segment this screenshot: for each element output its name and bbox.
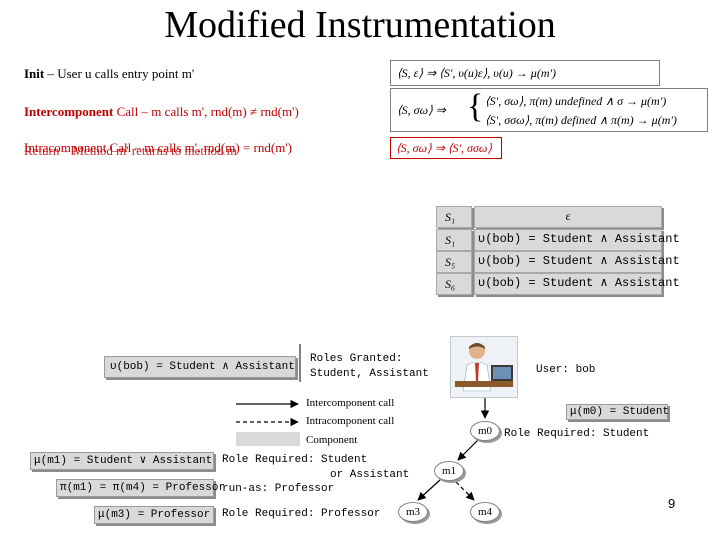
value-cell-3: υ(bob) = Student ∧ Assistant <box>474 251 680 273</box>
brace-glyph: { <box>467 88 484 125</box>
state-cell-3: S₅ <box>436 251 472 273</box>
intercomponent-formula: ⟨S, σω⟩ ⇒ { ⟨S', σω⟩, π(m) undefined ∧ σ… <box>390 88 708 132</box>
intercomponent-label-2: Call <box>113 104 139 119</box>
value-cell-4: υ(bob) = Student ∧ Assistant <box>474 273 680 295</box>
intercomponent-label: Intercomponent <box>24 104 114 119</box>
edge-m1-m4 <box>455 481 475 501</box>
value-cell-2: υ(bob) = Student ∧ Assistant <box>474 229 680 251</box>
m1-run-as: run-as: Professor <box>222 483 335 495</box>
m1-m4-runas-box: π(m1) = π(m4) = Professor <box>56 479 225 497</box>
node-m0: m0 <box>470 421 500 441</box>
node-m1: m1 <box>434 461 464 481</box>
legend-component: Component <box>306 434 358 446</box>
m1-permission-box: μ(m1) = Student ∨ Assistant <box>30 452 214 470</box>
user-person-icon <box>455 343 513 392</box>
value-cell-1: ε <box>474 206 662 228</box>
roles-granted-line-2: Student, Assistant <box>310 368 429 380</box>
init-formula: ⟨S, ε⟩ ⇒ ⟨S', υ(u)ε⟩, υ(u) → μ(m') <box>390 60 660 86</box>
node-m3: m3 <box>398 502 428 522</box>
user-credential-box: υ(bob) = Student ∧ Assistant <box>104 356 296 378</box>
intercomponent-text: – m calls m', rnd(m) ≠ rnd(m') <box>138 104 299 119</box>
state-cell-1: S₁ <box>436 206 472 228</box>
m3-permission-box: μ(m3) = Professor <box>94 506 214 524</box>
init-label: Init <box>24 66 45 81</box>
node-m4: m4 <box>470 502 500 522</box>
roles-granted-line-1: Roles Granted: <box>310 353 403 365</box>
return-formula: ⟨S, σω⟩ ⇒ ⟨S', σσω⟩ <box>390 137 502 159</box>
page-number: 9 <box>668 496 676 511</box>
legend-intercomponent: Intercomponent call <box>306 397 395 409</box>
m1-role-required: Role Required: Student <box>222 454 368 466</box>
legend-component-swatch <box>236 432 300 446</box>
legend-intracomponent: Intracomponent call <box>306 415 395 427</box>
edge-m0-m1 <box>457 439 479 461</box>
intercomponent-formula-bottom: ⟨S', σσω⟩, π(m) defined ∧ π(m) → μ(m') <box>485 113 677 127</box>
intercomponent-formula-top: ⟨S', σω⟩, π(m) undefined ∧ σ → μ(m') <box>485 94 667 108</box>
m3-role-required: Role Required: Professor <box>222 508 381 520</box>
init-rule: Init – User u calls entry point m' <box>24 66 194 82</box>
user-figure <box>450 336 518 398</box>
intracomponent-rule: Intracomponent Call – m calls m', rnd(m)… <box>24 140 292 155</box>
user-label: User: bob <box>536 364 596 376</box>
state-cell-4: S₆ <box>436 273 472 295</box>
state-cell-2: S₁ <box>436 229 472 251</box>
edge-m1-m3 <box>417 479 441 501</box>
m1-role-alternative: or Assistant <box>330 469 410 481</box>
m0-permission-box: μ(m0) = Student <box>566 404 669 420</box>
slide-title: Modified Instrumentation <box>164 4 556 46</box>
m0-role-required: Role Required: Student <box>504 428 650 440</box>
intercomponent-rule: Intercomponent Call – m calls m', rnd(m)… <box>24 104 299 120</box>
return-rule: Return – Method m' returns to method m <box>24 143 237 158</box>
init-text: – User u calls entry point m' <box>44 66 195 81</box>
intercomponent-formula-lhs: ⟨S, σω⟩ ⇒ <box>397 103 446 117</box>
